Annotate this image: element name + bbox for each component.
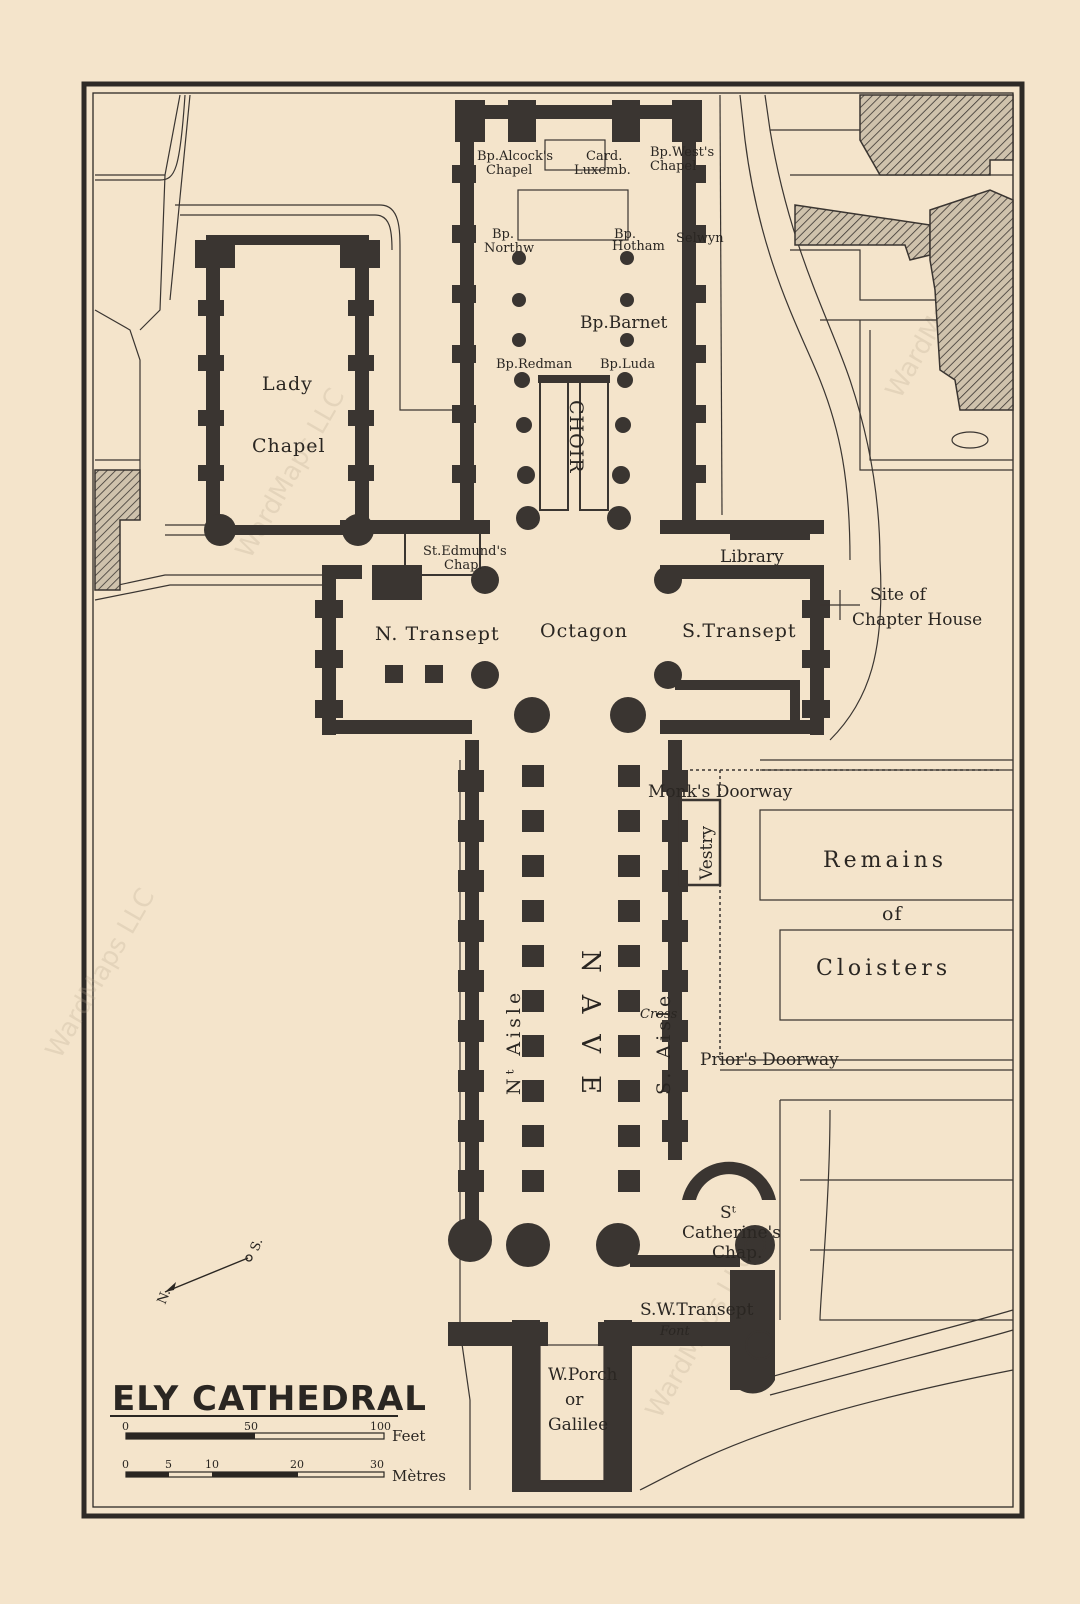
label-card-luxemb-1: Card. (586, 149, 622, 164)
map-frame (81, 81, 1025, 1519)
svg-text:100: 100 (370, 1420, 391, 1433)
label-bp-redman: Bp.Redman (496, 357, 573, 372)
svg-text:30: 30 (370, 1458, 384, 1471)
label-bp-northw-1: Bp. (492, 227, 514, 242)
svg-text:50: 50 (244, 1420, 258, 1433)
svg-text:20: 20 (290, 1458, 304, 1471)
map-title: ELY CATHEDRAL (112, 1379, 427, 1419)
label-bp-alcock-2: Chapel (486, 163, 532, 178)
label-n-aisle: Nᵗ Aisle (503, 989, 525, 1095)
plan-labels: Bp.Alcock's Chapel Card. Luxemb. Bp.West… (252, 145, 982, 1435)
label-st-catherine-3: Chap. (712, 1243, 762, 1263)
label-cross: Cross (640, 1007, 678, 1022)
svg-text:10: 10 (205, 1458, 219, 1471)
label-bp-barnet: Bp.Barnet (580, 313, 668, 333)
label-n-transept: N. Transept (375, 623, 500, 645)
cathedral-walls (195, 100, 1000, 1492)
label-of: of (882, 903, 903, 925)
label-nave: NAVE (575, 950, 605, 1116)
label-choir: CHOIR (565, 400, 587, 474)
label-bp-alcock-1: Bp.Alcock's (477, 149, 553, 164)
label-st-edmund-1: St.Edmund's (423, 544, 507, 559)
label-font: Font (659, 1324, 691, 1339)
label-st-catherine-2: Catherine's (682, 1223, 781, 1243)
label-bp-northw-2: Northw (484, 241, 534, 256)
label-w-porch-3: Galilee (548, 1415, 608, 1435)
label-site-chapter-house-2: Chapter House (852, 610, 982, 630)
svg-text:0: 0 (122, 1420, 129, 1433)
label-w-porch-2: or (565, 1390, 584, 1410)
compass-south-label: S. (248, 1236, 267, 1253)
label-card-luxemb-2: Luxemb. (574, 163, 631, 178)
label-w-porch-1: W.Porch (548, 1365, 618, 1385)
label-lady-chapel-1: Lady (262, 373, 313, 395)
label-remains: Remains (823, 848, 947, 873)
scale-bar-metres: 0 5 10 20 30 Mètres (122, 1458, 446, 1485)
label-cloisters: Cloisters (816, 956, 951, 981)
scale-bar-feet: 0 50 100 Feet (122, 1420, 425, 1445)
label-bp-hotham-2: Hotham (612, 239, 665, 254)
label-st-catherine-1: Sᵗ (720, 1203, 737, 1223)
label-bp-west-1: Bp.West's (650, 145, 714, 160)
compass-arrow-icon: N. S. (155, 1236, 267, 1306)
label-st-edmund-2: Chap. (444, 558, 483, 573)
label-sw-transept: S.W.Transept (640, 1300, 754, 1320)
label-bp-hotham-1: Bp. (614, 227, 636, 242)
label-priors-doorway: Prior's Doorway (700, 1050, 839, 1070)
label-monks-doorway: Monk's Doorway (648, 782, 793, 802)
label-site-chapter-house-1: Site of (870, 585, 928, 605)
scale-metres-label: Mètres (392, 1467, 446, 1485)
label-bp-west-2: Chapel (650, 159, 696, 174)
label-octagon: Octagon (540, 620, 628, 642)
label-bp-luda: Bp.Luda (600, 357, 655, 372)
label-lady-chapel-2: Chapel (252, 435, 326, 457)
label-selwyn: Selwyn (676, 231, 724, 246)
compass-north-label: N. (155, 1287, 174, 1306)
svg-text:0: 0 (122, 1458, 129, 1471)
neighbouring-buildings (94, 94, 1014, 591)
label-vestry: Vestry (697, 826, 717, 881)
scale-feet-label: Feet (392, 1427, 425, 1445)
svg-text:5: 5 (165, 1458, 172, 1471)
label-s-aisle: S. Aisle (653, 992, 675, 1095)
label-s-transept: S.Transept (682, 620, 797, 642)
label-library: Library (720, 547, 784, 567)
